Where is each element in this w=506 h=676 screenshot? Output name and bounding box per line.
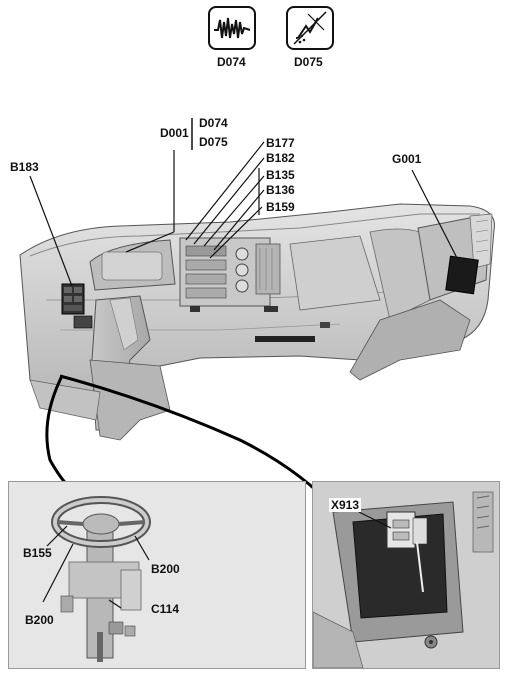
x913-detail-drawing (313, 482, 499, 668)
callout-b177: B177 (266, 136, 295, 150)
steering-wheel-drawing (9, 482, 305, 668)
d075-symbol-label: D075 (294, 55, 323, 69)
d074-symbol-icon (208, 6, 256, 50)
callout-c114: C114 (151, 602, 180, 616)
steering-wheel-inset: B155 B200 B200 C114 (8, 481, 306, 669)
callout-d001-d075: D075 (199, 135, 228, 149)
g001-component (445, 255, 479, 295)
callout-g001: G001 (392, 152, 422, 166)
callout-b200-right: B200 (151, 562, 180, 576)
callout-b159: B159 (266, 200, 295, 214)
callout-b155: B155 (23, 546, 52, 560)
d074-symbol-label: D074 (217, 55, 246, 69)
callout-b135: B135 (266, 168, 295, 182)
d075-symbol-icon (286, 6, 334, 50)
callout-b136: B136 (266, 183, 295, 197)
callout-b182: B182 (266, 151, 295, 165)
callout-d001: D001 (160, 126, 189, 140)
callout-b200-left: B200 (25, 613, 54, 627)
callout-d001-d074: D074 (199, 116, 228, 130)
callout-b183: B183 (10, 160, 39, 174)
x913-detail-inset: X913 (312, 481, 500, 669)
callout-x913: X913 (329, 498, 362, 512)
